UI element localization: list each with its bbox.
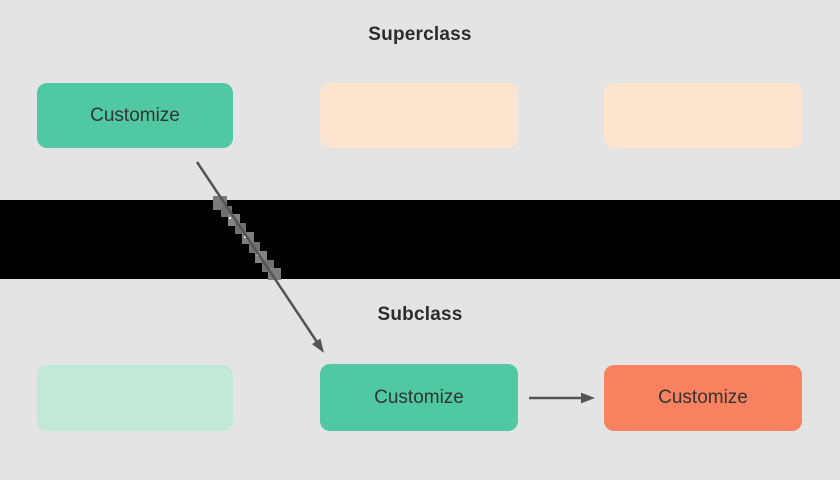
superclass-box-default-2 (604, 83, 802, 148)
subclass-title: Subclass (377, 304, 463, 325)
divider-band (0, 200, 840, 279)
superclass-title: Superclass (368, 24, 472, 45)
subclass-box-customized-orange: Customize (604, 365, 802, 431)
subclass-box-label: Customize (658, 387, 748, 408)
superclass-box-customized: Customize (37, 83, 233, 148)
superclass-box-label: Customize (90, 104, 180, 126)
subclass-box-customized-green: Customize (320, 364, 518, 431)
subclass-box-inherited (37, 365, 233, 431)
customization-arrow (529, 392, 595, 404)
superclass-box-default-1 (320, 83, 518, 148)
subclass-box-label: Customize (374, 386, 464, 408)
